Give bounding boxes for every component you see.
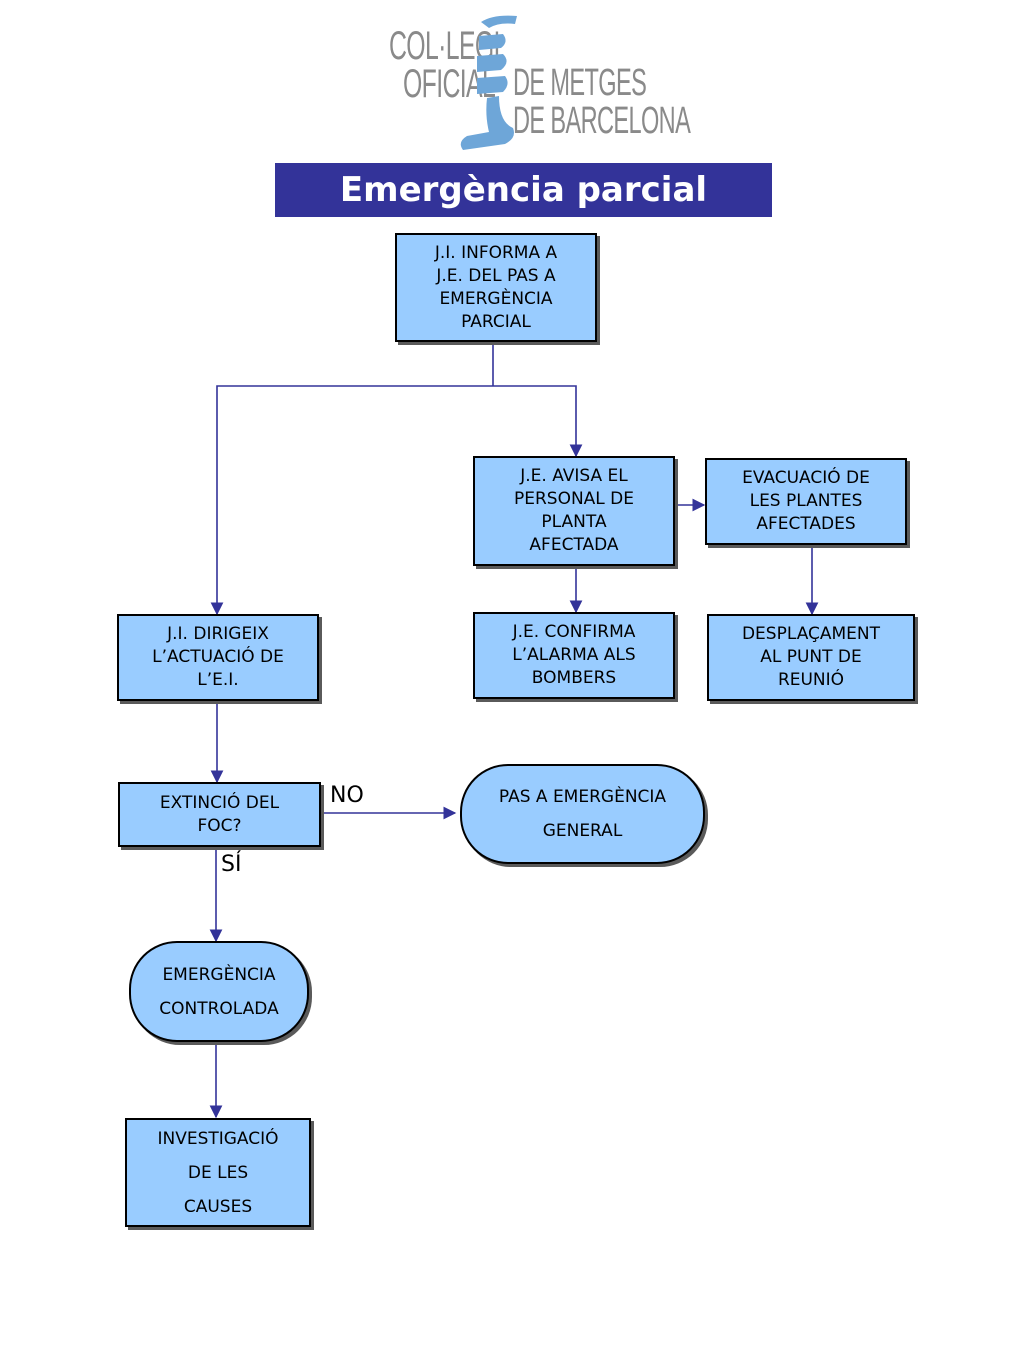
node-evacuacio: EVACUACIÓ DE LES PLANTES AFECTADES <box>705 458 907 545</box>
connector-branch-right <box>493 385 583 458</box>
label-si: SÍ <box>221 852 242 877</box>
node-extincio-decision: EXTINCIÓ DEL FOC? <box>118 782 321 847</box>
node-ji-dirigeix: J.I. DIRIGEIX L’ACTUACIÓ DE L’E.I. <box>117 614 319 701</box>
node-je-confirma: J.E. CONFIRMA L’ALARMA ALS BOMBERS <box>473 612 675 699</box>
logo-emblem-icon <box>460 15 517 150</box>
label-no: NO <box>330 783 364 808</box>
connector-branch-left <box>210 385 493 616</box>
logo-line-4: DE BARCELONA <box>513 100 691 142</box>
node-ji-informa: J.I. INFORMA A J.E. DEL PAS A EMERGÈNCIA… <box>395 233 597 342</box>
node-desplacament: DESPLAÇAMENT AL PUNT DE REUNIÓ <box>707 614 915 701</box>
logo-line-3: DE METGES <box>513 62 647 104</box>
node-investigacio: INVESTIGACIÓ DE LES CAUSES <box>125 1118 311 1227</box>
node-pas-emergencia-general: PAS A EMERGÈNCIA GENERAL <box>460 764 705 864</box>
node-je-avisa: J.E. AVISA EL PERSONAL DE PLANTA AFECTAD… <box>473 456 675 566</box>
page-title: Emergència parcial <box>275 163 772 217</box>
college-logo: COL·LEGI OFICIAL DE METGES DE BARCELONA <box>385 12 691 152</box>
node-emergencia-controlada: EMERGÈNCIA CONTROLADA <box>129 941 309 1042</box>
